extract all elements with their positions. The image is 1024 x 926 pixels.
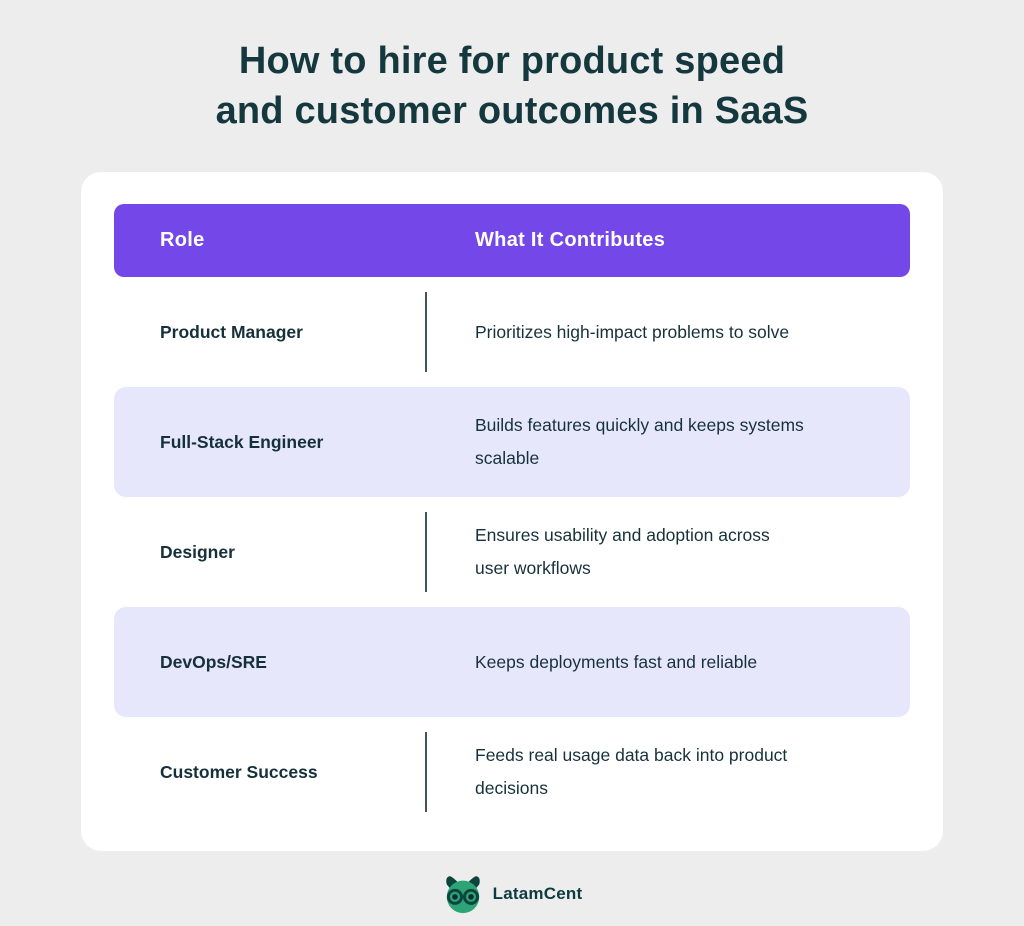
role-cell: Designer	[160, 541, 235, 562]
table-row: Designer Ensures usability and adoption …	[114, 497, 910, 607]
table-card: Role What It Contributes Product Manager…	[81, 172, 943, 851]
contribution-cell: Ensures usability and adoption across us…	[475, 525, 770, 578]
contribution-cell: Builds features quickly and keeps system…	[475, 415, 804, 468]
page-title: How to hire for product speed and custom…	[215, 40, 809, 132]
role-cell: DevOps/SRE	[160, 651, 267, 672]
table-row: DevOps/SRE Keeps deployments fast and re…	[114, 607, 910, 717]
column-divider	[425, 292, 427, 372]
column-divider	[425, 732, 427, 812]
role-cell: Full-Stack Engineer	[160, 431, 324, 452]
brand-name: LatamCent	[492, 884, 583, 903]
header-role: Role	[160, 229, 205, 251]
table-row: Customer Success Feeds real usage data b…	[114, 717, 910, 827]
role-cell: Customer Success	[160, 761, 318, 782]
contribution-cell: Keeps deployments fast and reliable	[475, 651, 758, 672]
table-row: Product Manager Prioritizes high-impact …	[114, 277, 910, 387]
role-cell: Product Manager	[160, 321, 303, 342]
header-contributes: What It Contributes	[475, 229, 666, 251]
column-divider	[425, 512, 427, 592]
table-row: Full-Stack Engineer Builds features quic…	[114, 387, 910, 497]
owl-logo-icon	[442, 873, 484, 915]
table-header-row: Role What It Contributes	[114, 204, 910, 277]
footer-brand: LatamCent	[0, 873, 1024, 915]
contribution-cell: Feeds real usage data back into product …	[475, 745, 788, 798]
roles-table: Role What It Contributes Product Manager…	[114, 204, 910, 827]
contribution-cell: Prioritizes high-impact problems to solv…	[475, 321, 790, 342]
